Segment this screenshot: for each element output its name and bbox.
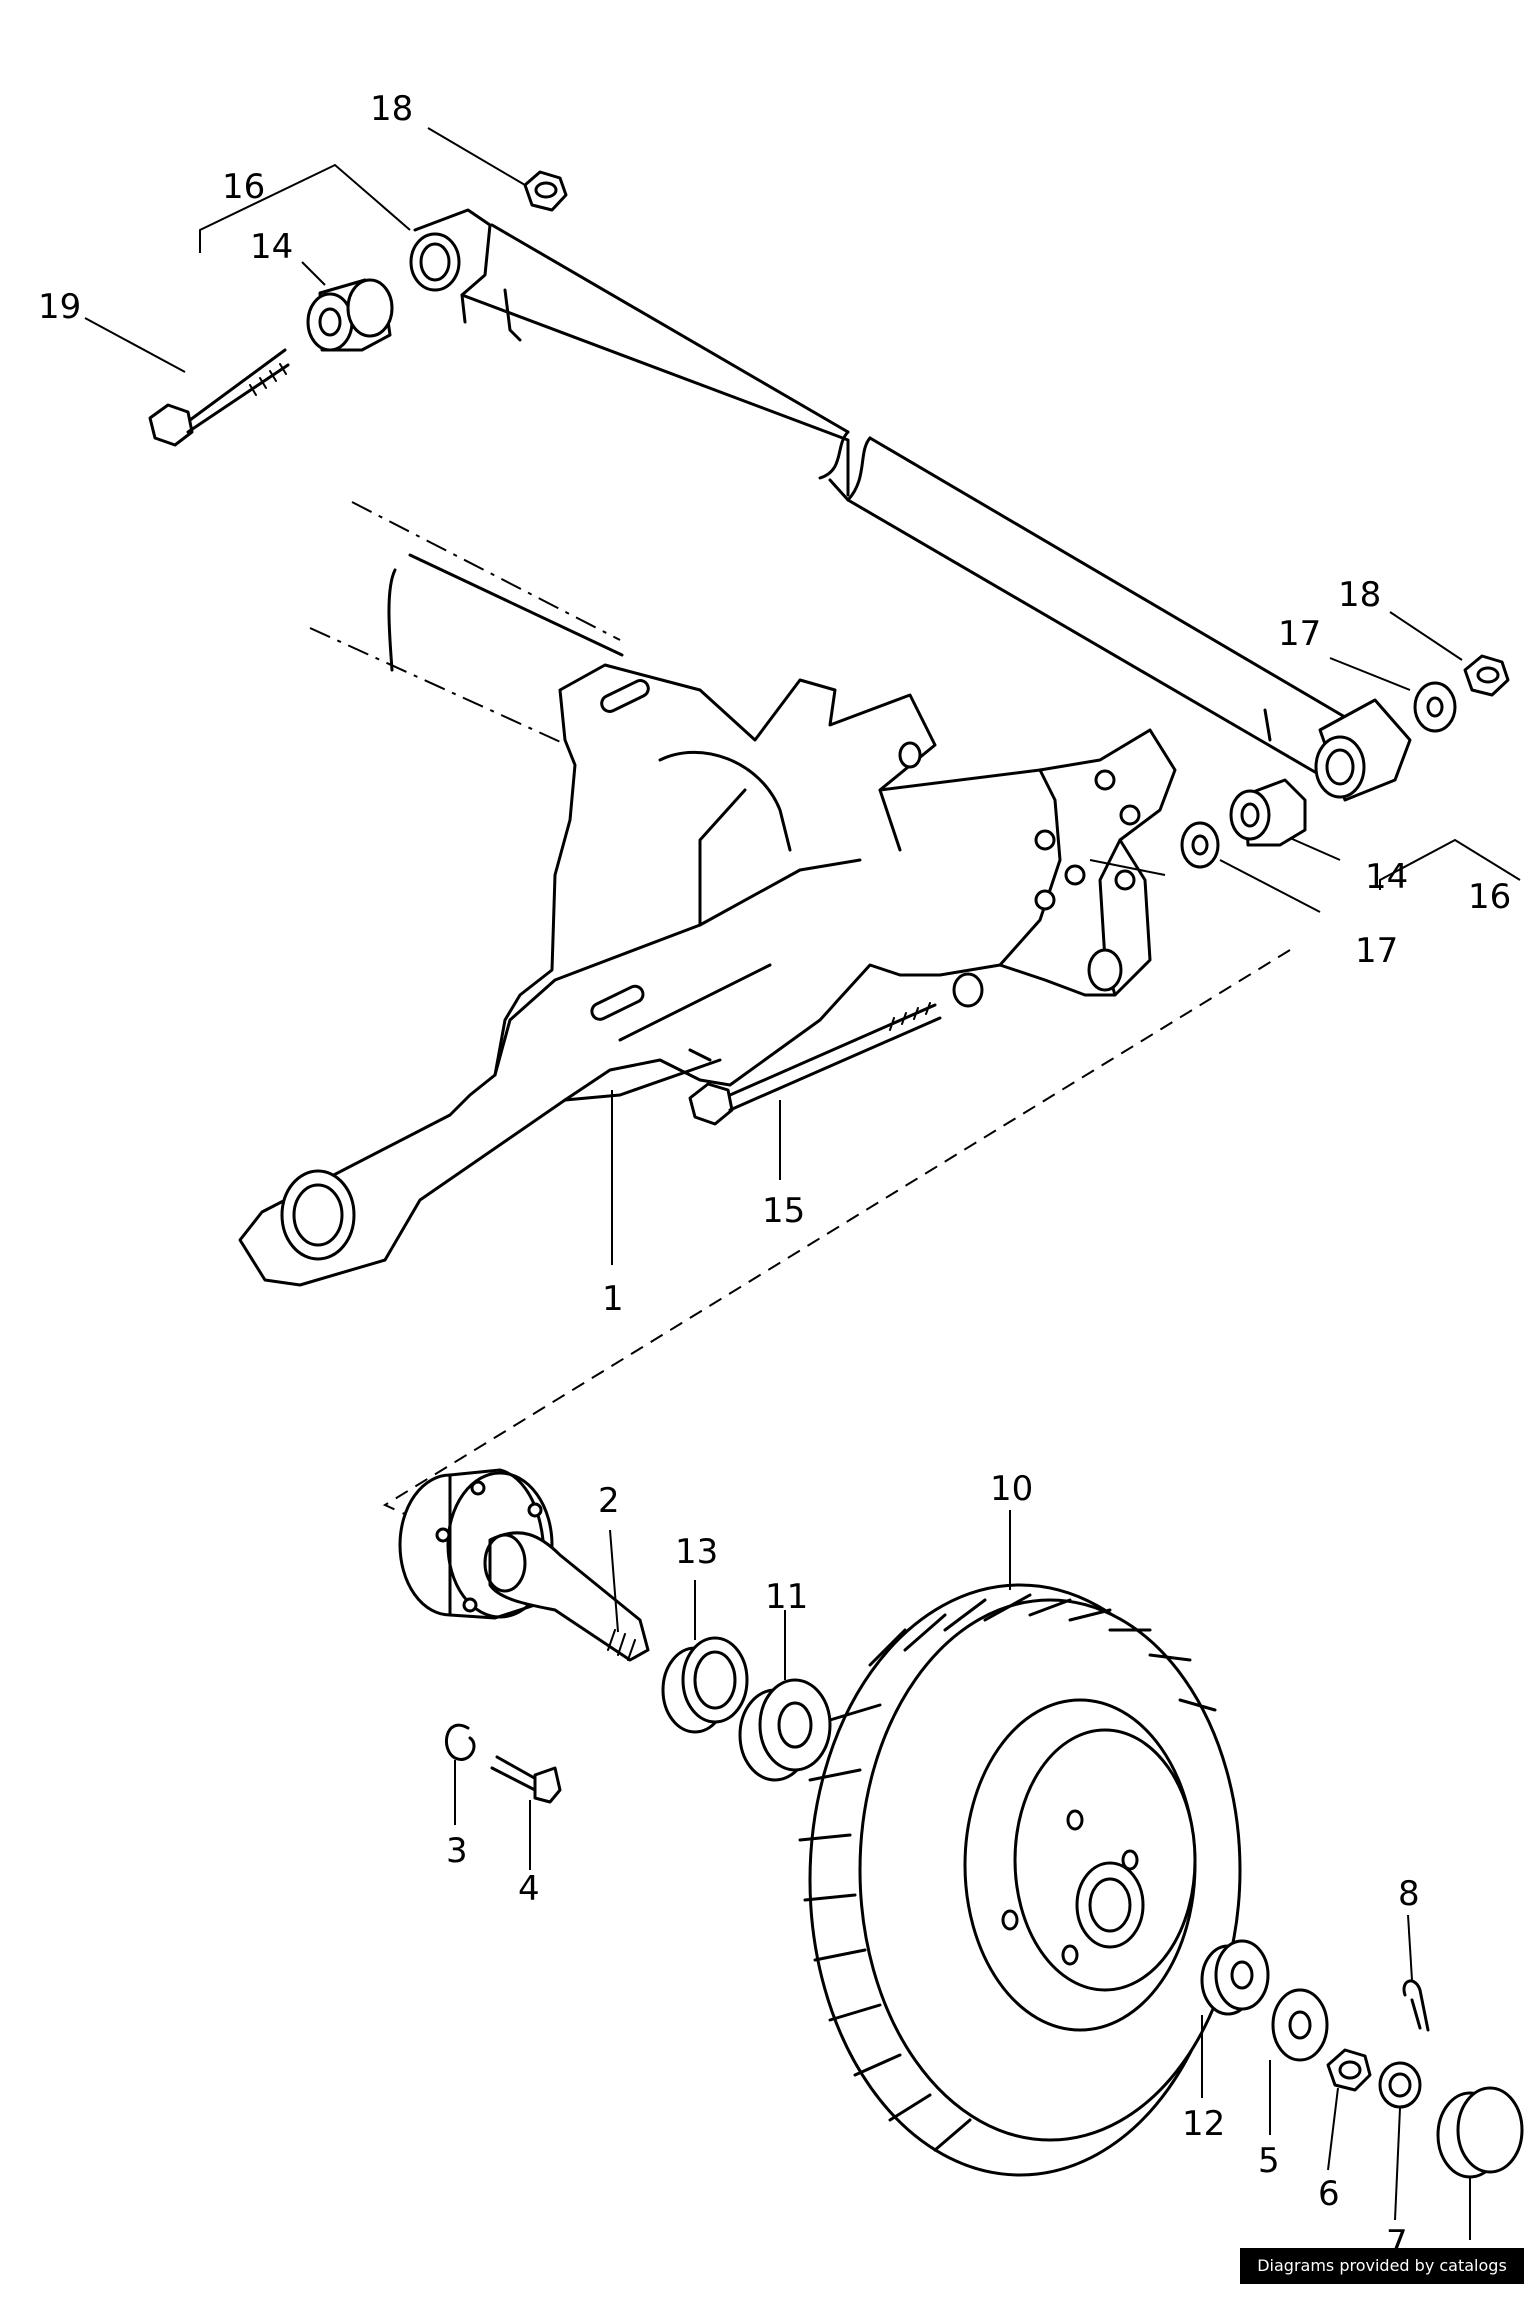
callout-labels: 18 16 14 19 18 17 14 16 17 15 1 2 10 13 … (38, 89, 1511, 2263)
part-grease-cap (1436, 2086, 1524, 2179)
label-5: 5 (1258, 2141, 1280, 2181)
label-16-top: 16 (222, 167, 265, 207)
part-15-bolt (688, 1002, 942, 1126)
label-6: 6 (1318, 2174, 1340, 2214)
part-1-axle-beam (238, 501, 1177, 1287)
part-11-bearing (738, 1678, 832, 1782)
part-17-washer-lower (1180, 821, 1220, 869)
label-11: 11 (765, 1577, 808, 1617)
leader-lines (84, 127, 1521, 2240)
label-18-right: 18 (1338, 575, 1381, 615)
diagram-credit: Diagrams provided by catalogs parts (1240, 2248, 1524, 2311)
label-13: 13 (675, 1532, 718, 1572)
label-14-right: 14 (1365, 857, 1408, 897)
part-4-bolt (490, 1755, 562, 1804)
label-16-right: 16 (1468, 877, 1511, 917)
label-19: 19 (38, 287, 81, 327)
label-10: 10 (990, 1469, 1033, 1509)
part-3-circlip (445, 1723, 476, 1761)
part-13-seal (661, 1636, 749, 1734)
label-17-lower: 17 (1355, 931, 1398, 971)
label-4: 4 (518, 1869, 540, 1909)
part-2-stub-axle (398, 1468, 650, 1662)
label-15: 15 (762, 1191, 805, 1231)
label-3: 3 (446, 1831, 468, 1871)
label-2: 2 (598, 1481, 620, 1521)
part-8-cotter-pin (1402, 1979, 1430, 2032)
part-14-bush-upper (306, 278, 394, 352)
part-16-right-eye (1314, 698, 1412, 802)
label-1: 1 (602, 1279, 624, 1319)
label-18-top: 18 (370, 89, 413, 129)
label-17-upper: 17 (1278, 614, 1321, 654)
part-10-brake-drum (798, 1583, 1242, 2177)
part-18-nut-right (1463, 654, 1510, 697)
part-14-bush-right (1229, 778, 1307, 847)
part-12-bearing (1200, 1939, 1270, 2016)
part-18-nut-upper (523, 170, 568, 212)
part-17-washer-upper (1413, 681, 1457, 733)
label-14-top: 14 (250, 227, 293, 267)
part-5-washer (1271, 1988, 1329, 2062)
label-8: 8 (1398, 1874, 1420, 1914)
part-6-nut (1326, 2048, 1372, 2092)
part-19-bolt (148, 348, 290, 447)
label-12: 12 (1182, 2104, 1225, 2144)
part-16-tie-bar (409, 208, 1352, 777)
part-7-nut-lock (1378, 2061, 1422, 2109)
